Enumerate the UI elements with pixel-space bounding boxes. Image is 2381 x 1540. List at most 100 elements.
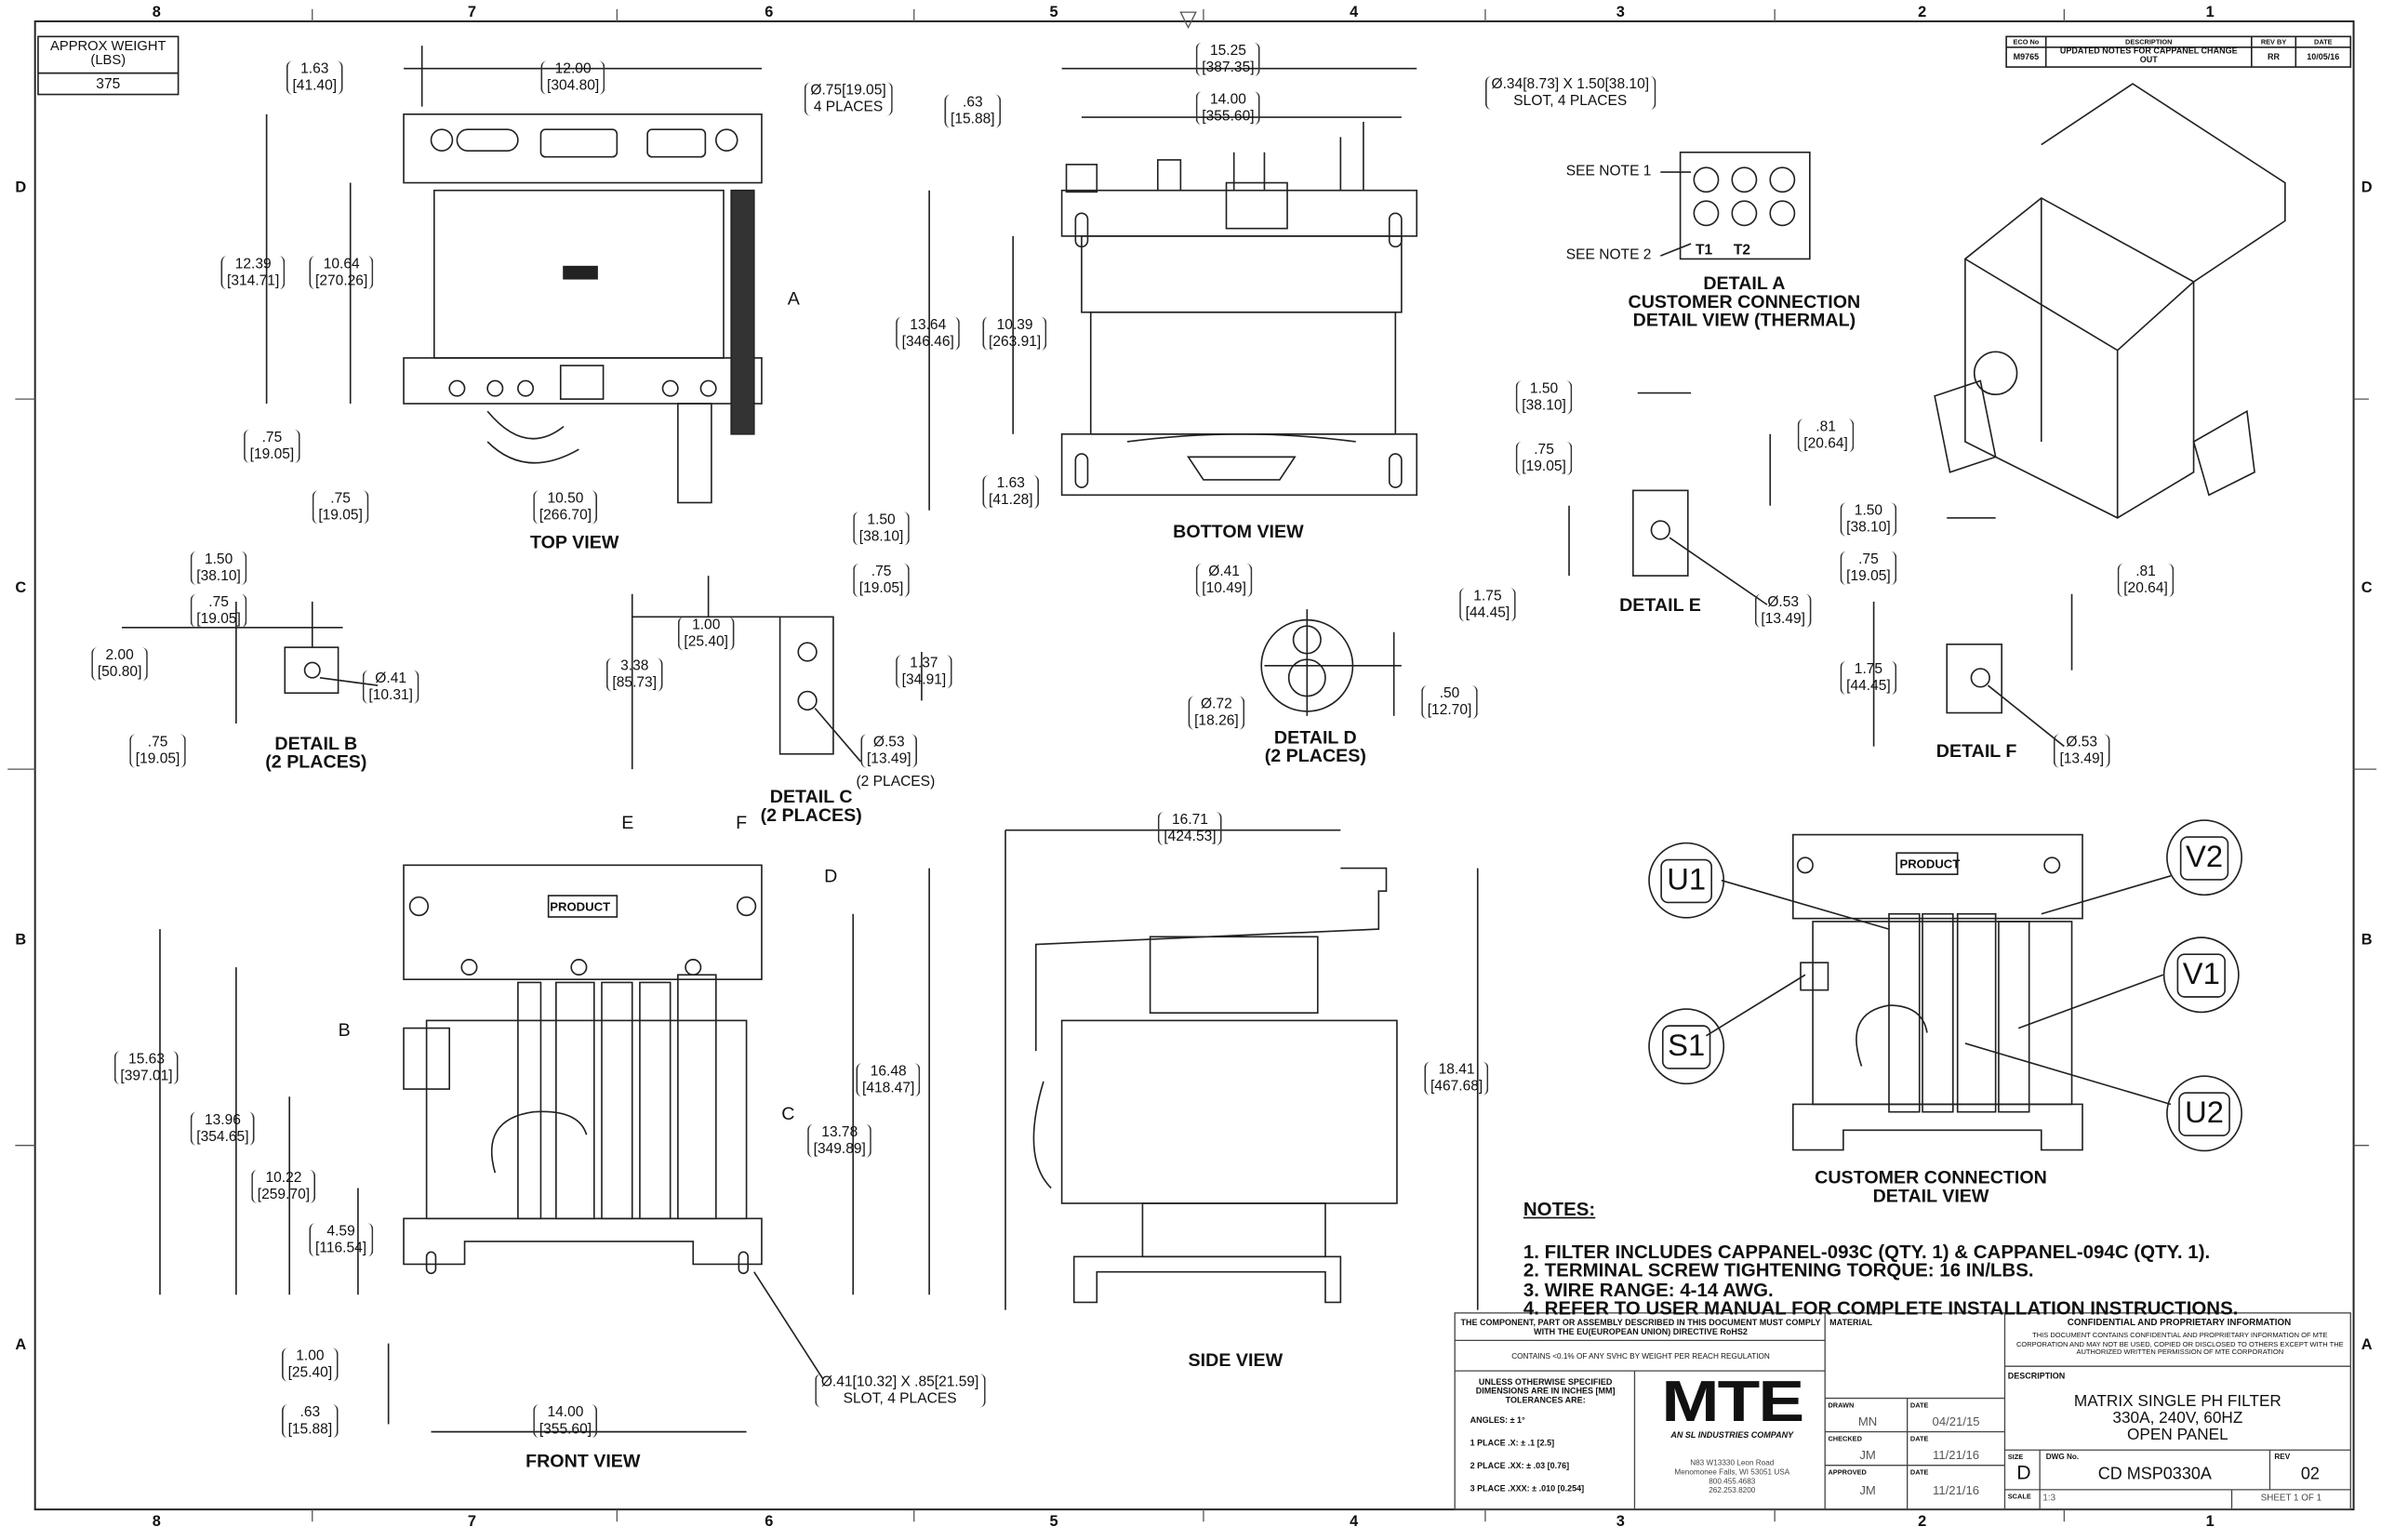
dimension-parens: 1.63[41.40] (286, 60, 343, 95)
dimension-parens: 1.00[25.40] (282, 1348, 339, 1382)
zone-column-label: 7 (467, 1514, 476, 1532)
description: MATRIX SINGLE PH FILTER 330A, 240V, 60HZ… (2004, 1393, 2350, 1444)
dimension-inches: .63 (299, 1404, 321, 1422)
dimension-mm: [314.71] (227, 272, 280, 290)
dimension-inches: 10.50 (547, 490, 584, 508)
dimension-label: 14.00[355.60] (1195, 91, 1261, 126)
detail-f-title: DETAIL F (1935, 740, 2017, 762)
dimension-mm: [266.70] (539, 507, 592, 524)
hole-top-size: Ø.75[19.05] (810, 82, 886, 100)
scale-value: 1:3 (2042, 1494, 2056, 1504)
dimension-parens: Ø.53[13.49] (2053, 734, 2110, 768)
dimension-mm: [38.10] (1846, 519, 1891, 537)
dimension-mm: [25.40] (287, 1364, 333, 1382)
dimension-parens: .75[19.05] (244, 429, 300, 463)
dimension-inches: 1.75 (1473, 588, 1502, 605)
dimension-inches: .75 (208, 593, 229, 611)
dimension-inches: 4.59 (326, 1223, 355, 1241)
dimension-mm: [259.70] (257, 1186, 311, 1203)
dimension-mm: [13.49] (1761, 610, 1806, 628)
dimension-mm: [263.91] (988, 333, 1042, 351)
dimension-mm: [270.26] (315, 272, 368, 290)
detail-d-line1: DETAIL D (1273, 726, 1357, 749)
dimension-inches: .75 (147, 734, 168, 751)
dimension-label: Ø.53[13.49] (860, 734, 918, 768)
dimension-mm: [15.88] (951, 111, 995, 128)
detail-b-title: DETAIL B (2 PLACES) (259, 734, 373, 770)
callout-e: E (621, 812, 634, 833)
dimension-parens: 13.96[354.65] (190, 1111, 256, 1146)
zone-column-label: 3 (1616, 4, 1625, 21)
dimension-parens: 1.75[44.45] (1459, 588, 1516, 622)
dimension-label: .63[15.88] (282, 1404, 339, 1439)
dimension-mm: [85.73] (612, 674, 658, 692)
note-1: 1. FILTER INCLUDES CAPPANEL-093C (QTY. 1… (1523, 1241, 2211, 1263)
rev-header-eco: ECO No (2013, 37, 2040, 46)
dimension-inches: .81 (1816, 418, 1836, 436)
rev-value: 02 (2300, 1465, 2320, 1484)
note-3: 3. WIRE RANGE: 4-14 AWG. (1523, 1279, 1774, 1300)
dimension-inches: .75 (1534, 441, 1554, 459)
front-view-title: FRONT VIEW (525, 1450, 641, 1472)
dimension-parens: .63[15.88] (282, 1404, 339, 1439)
checked-label: CHECKED (1828, 1434, 1862, 1443)
size-label: SIZE (2007, 1453, 2024, 1461)
dimension-label: 18.41[467.68] (1424, 1061, 1489, 1095)
dimension-mm: [38.10] (1522, 397, 1566, 415)
dimension-parens: Ø.53[13.49] (1754, 593, 1812, 628)
rev-header-by: REV BY (2260, 37, 2287, 46)
dimension-label: .75[19.05] (190, 593, 247, 628)
dimension-parens: 12.39[314.71] (220, 256, 286, 290)
dimension-label: 10.50[266.70] (533, 490, 598, 524)
material-label: MATERIAL (1829, 1319, 1873, 1329)
dimension-inches: .75 (871, 564, 892, 581)
detail-c-title: DETAIL C (2 PLACES) (754, 788, 869, 824)
approved-date: 11/21/16 (1933, 1483, 1980, 1498)
dimension-label: 1.75[44.45] (1459, 588, 1516, 622)
dimension-parens: 18.41[467.68] (1424, 1061, 1489, 1095)
dimension-label: .75[19.05] (853, 564, 910, 598)
dimension-label: 15.63[397.01] (113, 1051, 180, 1085)
dimension-inches: 10.64 (323, 256, 360, 273)
callout-a: A (787, 287, 800, 310)
dimension-inches: 1.50 (867, 511, 896, 529)
detail-c-line1: DETAIL C (769, 786, 853, 808)
dimension-parens: 16.48[418.47] (856, 1063, 921, 1097)
dimension-label: 1.63[41.40] (286, 60, 343, 95)
rev-date: 10/05/16 (2307, 53, 2340, 63)
dimension-label: 12.39[314.71] (220, 256, 286, 290)
dimension-parens: 13.78[349.89] (807, 1123, 872, 1158)
callout-f: F (736, 812, 748, 833)
bottom-view-title: BOTTOM VIEW (1173, 521, 1304, 543)
zone-column-label: 5 (1049, 4, 1058, 21)
dimension-parens: Ø.41[10.49] (1195, 564, 1253, 598)
dimension-inches: .75 (261, 429, 283, 446)
detail-a-title: DETAIL A CUSTOMER CONNECTION DETAIL VIEW… (1622, 274, 1866, 329)
top-view-drawing (265, 46, 763, 504)
balloon-v2-text: V2 (2179, 835, 2229, 880)
approx-weight-label: APPROX WEIGHT (LBS) (50, 37, 166, 68)
zone-column-label: 6 (765, 1514, 774, 1532)
dimension-parens: 12.00[304.80] (540, 60, 605, 95)
dimension-label: 10.64[270.26] (309, 256, 374, 290)
dimension-inches: Ø.41 (375, 670, 407, 687)
zone-column-label: 8 (152, 4, 161, 21)
dimension-mm: [19.05] (135, 750, 180, 768)
dimension-parens: .75[19.05] (1515, 441, 1573, 476)
scale-label: SCALE (2007, 1493, 2031, 1501)
dimension-parens: .81[20.64] (2117, 564, 2175, 598)
description-line2: 330A, 240V, 60HZ (2112, 1409, 2243, 1427)
dimension-label: 4.59[116.54] (309, 1223, 373, 1257)
dimension-label: .75[19.05] (1840, 551, 1897, 585)
dimension-mm: [349.89] (813, 1140, 866, 1158)
confidential-text: THIS DOCUMENT CONTAINS CONFIDENTIAL AND … (2015, 1331, 2344, 1356)
address-phone2: 262.253.8200 (1709, 1486, 1756, 1496)
dimension-label: Ø.41[10.31] (362, 670, 419, 704)
tolerance-2place: 2 PLACE .XX: ± .03 [0.76] (1470, 1462, 1570, 1472)
dimension-inches: 1.50 (204, 551, 233, 568)
dimension-mm: [19.05] (1522, 458, 1566, 476)
dimension-label: 1.63[41.28] (982, 475, 1040, 510)
dimension-mm: [44.45] (1465, 604, 1510, 622)
dimension-parens: 1.00[25.40] (677, 617, 735, 651)
